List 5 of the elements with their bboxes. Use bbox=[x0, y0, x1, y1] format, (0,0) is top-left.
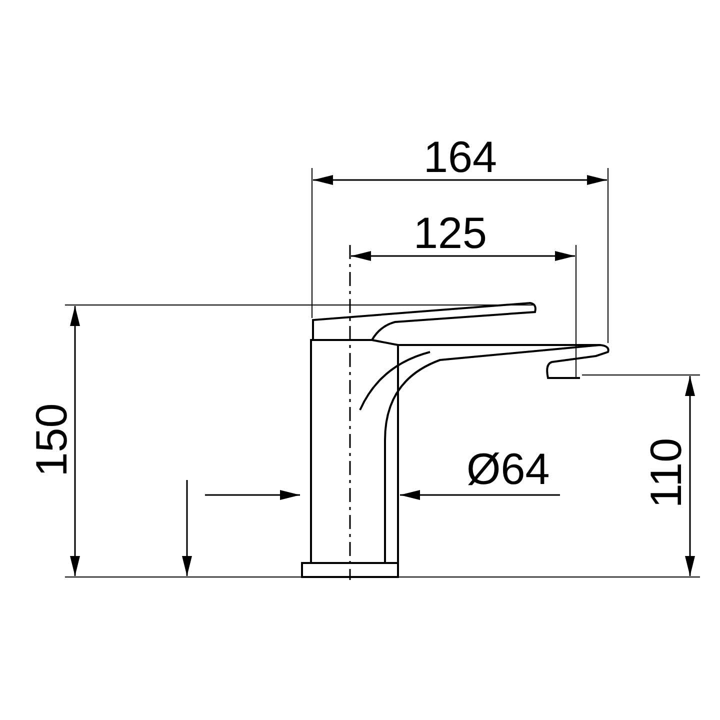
dimension-label: 150 bbox=[30, 403, 74, 477]
dimension-label: 125 bbox=[414, 212, 487, 256]
dimension-label: Ø64 bbox=[466, 448, 550, 492]
dimension-label: 110 bbox=[645, 438, 690, 508]
dimension-label: 164 bbox=[424, 136, 497, 180]
